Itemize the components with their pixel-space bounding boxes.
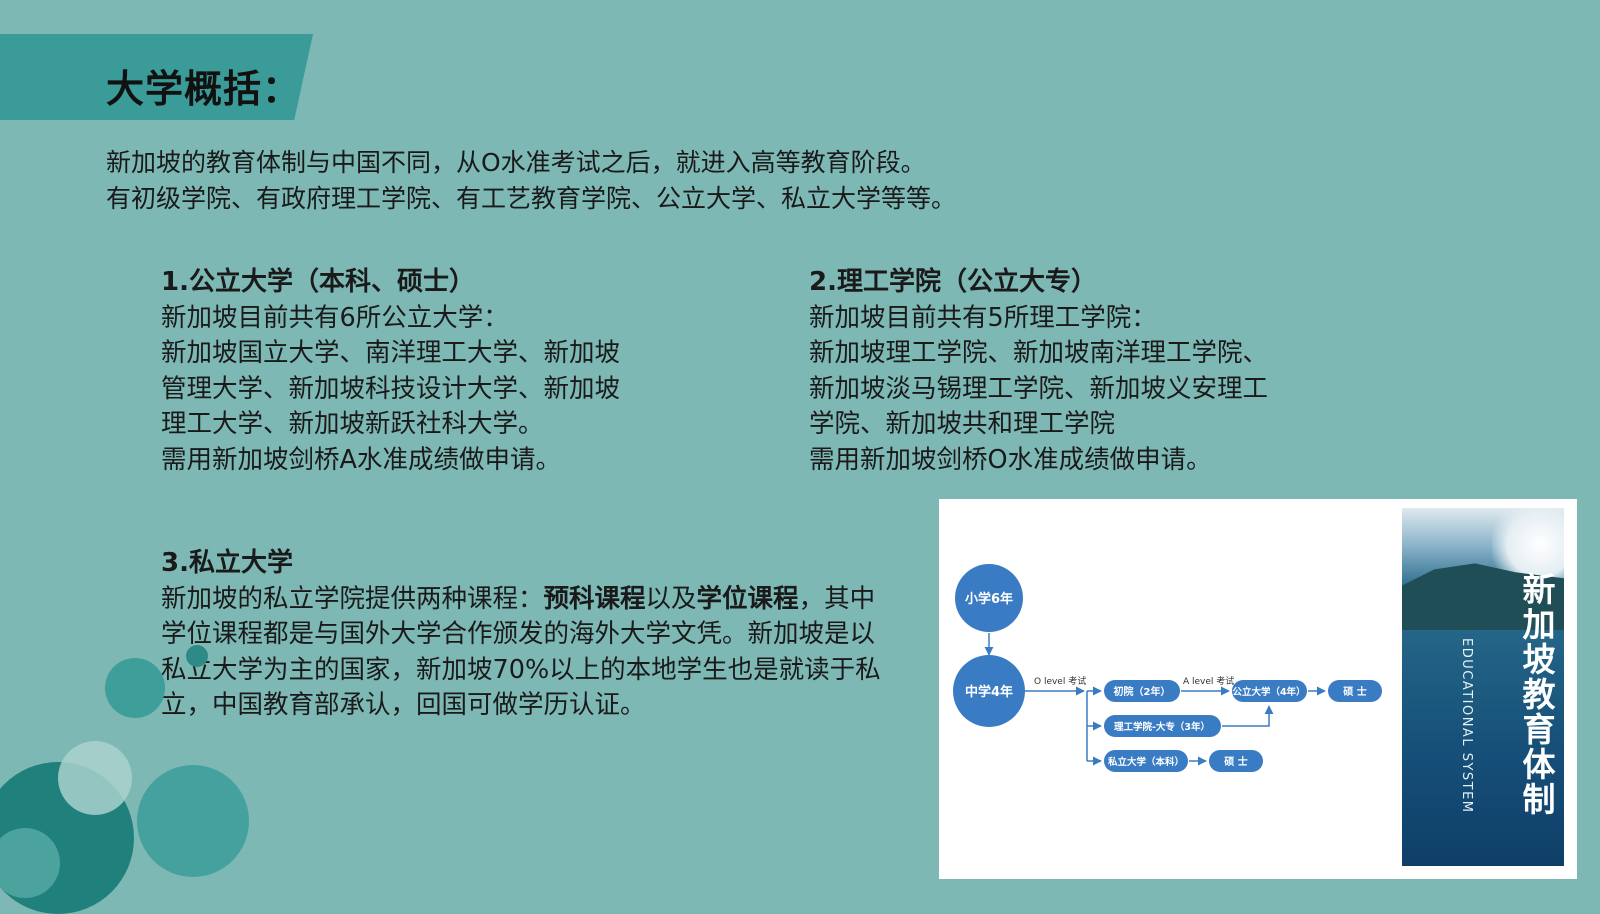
section-line: 新加坡理工学院、新加坡南洋理工学院、 bbox=[809, 338, 1269, 368]
title-band bbox=[0, 34, 313, 120]
section-public-university: 1.公立大学（本科、硕士） 新加坡目前共有6所公立大学： 新加坡国立大学、南洋理… bbox=[161, 265, 721, 478]
decor-circle bbox=[137, 765, 249, 877]
box-public-university bbox=[1232, 680, 1307, 702]
node-primary-school bbox=[955, 564, 1023, 632]
box-public-university-label: 公立大学（4年） bbox=[1232, 686, 1305, 698]
section-heading: 3.私立大学 bbox=[161, 548, 293, 578]
section-private-university: 3.私立大学 新加坡的私立学院提供两种课程：预科课程以及学位课程，其中学位课程都… bbox=[161, 546, 891, 724]
label-a-level: A level 考试 bbox=[1183, 675, 1234, 687]
bold-term-foundation: 预科课程 bbox=[543, 583, 646, 614]
intro-line-1: 新加坡的教育体制与中国不同，从O水准考试之后，就进入高等教育阶段。 bbox=[106, 148, 926, 177]
intro-line-2: 有初级学院、有政府理工学院、有工艺教育学院、公立大学、私立大学等等。 bbox=[106, 184, 957, 213]
section-line: 学院、新加坡共和理工学院 bbox=[809, 409, 1116, 439]
box-junior-college-label: 初院（2年） bbox=[1114, 685, 1171, 698]
section-line: 新加坡国立大学、南洋理工大学、新加坡 bbox=[161, 338, 621, 368]
decor-circle bbox=[0, 828, 60, 898]
section-paragraph: 新加坡的私立学院提供两种课程：预科课程以及学位课程，其中学位课程都是与国外大学合… bbox=[161, 582, 891, 724]
box-master-2 bbox=[1209, 750, 1263, 772]
paragraph-text: 以及 bbox=[645, 583, 697, 614]
section-line: 新加坡目前共有5所理工学院： bbox=[809, 302, 1157, 333]
paragraph-text: 新加坡的私立学院提供两种课程： bbox=[161, 583, 544, 614]
box-junior-college bbox=[1104, 680, 1180, 702]
decor-circle bbox=[105, 658, 165, 718]
bold-term-degree: 学位课程 bbox=[696, 583, 799, 614]
node-secondary-label: 中学4年 bbox=[965, 684, 1013, 700]
box-private-university bbox=[1104, 750, 1188, 772]
paragraph-text: ，其中学位课程都是与国外大学合作颁发的海外大学文凭。新加坡是以私立大学为主的国家… bbox=[161, 583, 881, 721]
box-polytechnic bbox=[1104, 715, 1221, 737]
section-polytechnic: 2.理工学院（公立大专） 新加坡目前共有5所理工学院： 新加坡理工学院、新加坡南… bbox=[809, 265, 1409, 478]
book-cover: 新加坡教育体制 EDUCATIONAL SYSTEM bbox=[1402, 508, 1564, 866]
box-master-2-label: 硕 士 bbox=[1224, 755, 1247, 768]
box-master-1-label: 硕 士 bbox=[1343, 685, 1366, 698]
box-polytechnic-label: 理工学院-大专（3年） bbox=[1114, 721, 1210, 733]
education-system-figure: 小学6年 中学4年 O level 考试 A level 考试 初院（2年） 公… bbox=[939, 499, 1577, 879]
section-line: 新加坡淡马锡理工学院、新加坡义安理工 bbox=[809, 373, 1269, 404]
section-heading: 1.公立大学（本科、硕士） bbox=[161, 267, 475, 297]
intro-text: 新加坡的教育体制与中国不同，从O水准考试之后，就进入高等教育阶段。 有初级学院、… bbox=[106, 145, 1206, 217]
decor-circle bbox=[58, 741, 132, 815]
section-line: 需用新加坡剑桥O水准成绩做申请。 bbox=[809, 444, 1212, 475]
flow-diagram: 小学6年 中学4年 O level 考试 A level 考试 初院（2年） 公… bbox=[953, 564, 1382, 772]
cover-title: 新加坡教育体制 bbox=[1517, 572, 1556, 817]
section-line: 管理大学、新加坡科技设计大学、新加坡 bbox=[161, 373, 621, 404]
node-primary-label: 小学6年 bbox=[965, 591, 1013, 607]
section-line: 新加坡目前共有6所公立大学： bbox=[161, 302, 509, 333]
page-title: 大学概括： bbox=[106, 67, 302, 111]
box-master-1 bbox=[1328, 680, 1382, 702]
box-private-university-label: 私立大学（本科） bbox=[1107, 756, 1184, 768]
node-secondary-school bbox=[953, 655, 1025, 727]
section-heading: 2.理工学院（公立大专） bbox=[809, 267, 1097, 297]
section-line: 需用新加坡剑桥A水准成绩做申请。 bbox=[161, 444, 561, 475]
label-o-level: O level 考试 bbox=[1034, 675, 1086, 687]
decor-circle bbox=[186, 645, 208, 667]
section-line: 理工大学、新加坡新跃社科大学。 bbox=[161, 409, 544, 439]
cover-subtitle: EDUCATIONAL SYSTEM bbox=[1459, 638, 1474, 814]
